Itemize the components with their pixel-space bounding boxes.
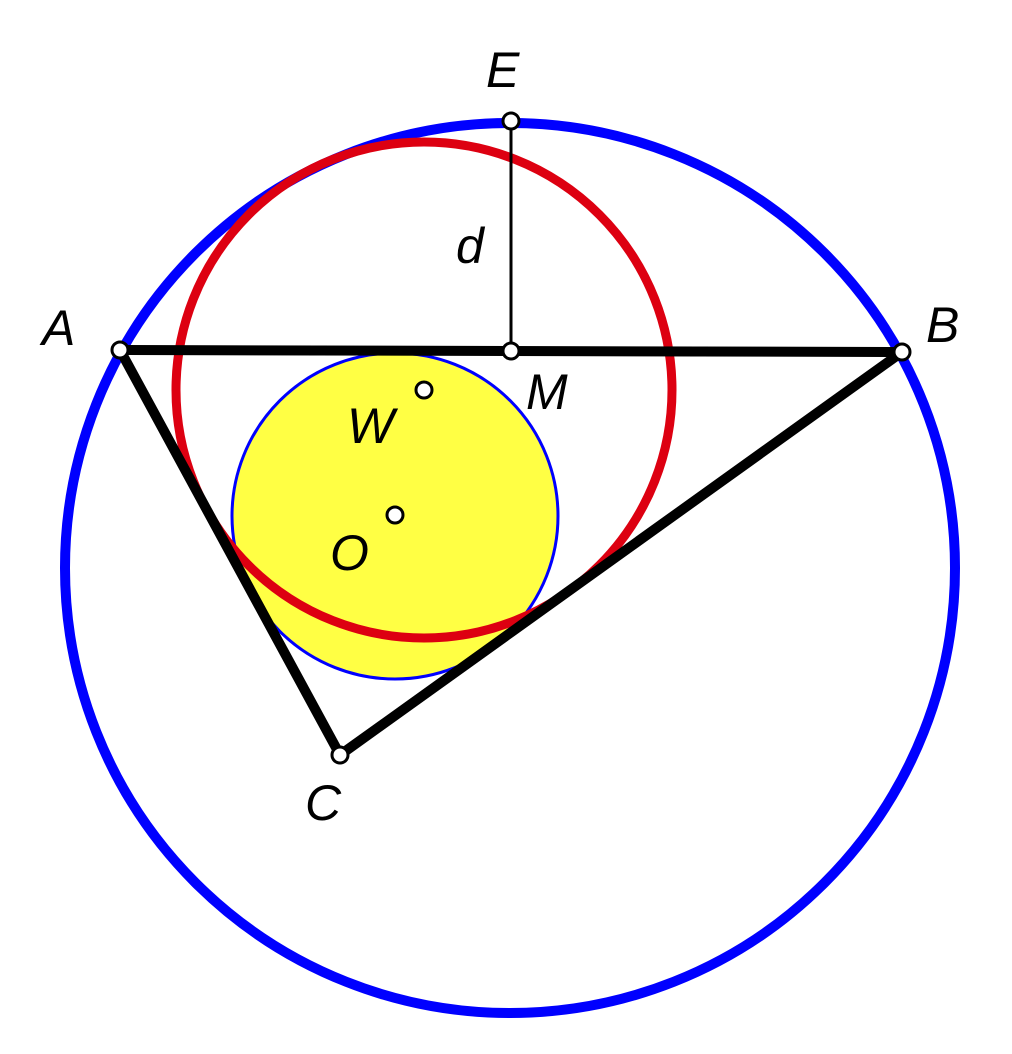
point-e [501, 111, 521, 131]
label-m: M [526, 364, 568, 420]
point-w [414, 380, 434, 400]
label-c: C [305, 775, 342, 831]
point-o [385, 505, 405, 525]
point-m [501, 341, 521, 361]
side-ac [115, 345, 345, 760]
tangent-circle [171, 137, 677, 643]
label-w: W [347, 398, 399, 454]
point-a [110, 340, 130, 360]
label-o: O [330, 525, 369, 581]
label-a: A [39, 300, 75, 356]
side-bc [335, 347, 907, 760]
point-b [892, 342, 912, 362]
label-b: B [926, 297, 959, 353]
point-c [330, 745, 350, 765]
label-d: d [456, 218, 486, 274]
label-e: E [486, 42, 520, 98]
